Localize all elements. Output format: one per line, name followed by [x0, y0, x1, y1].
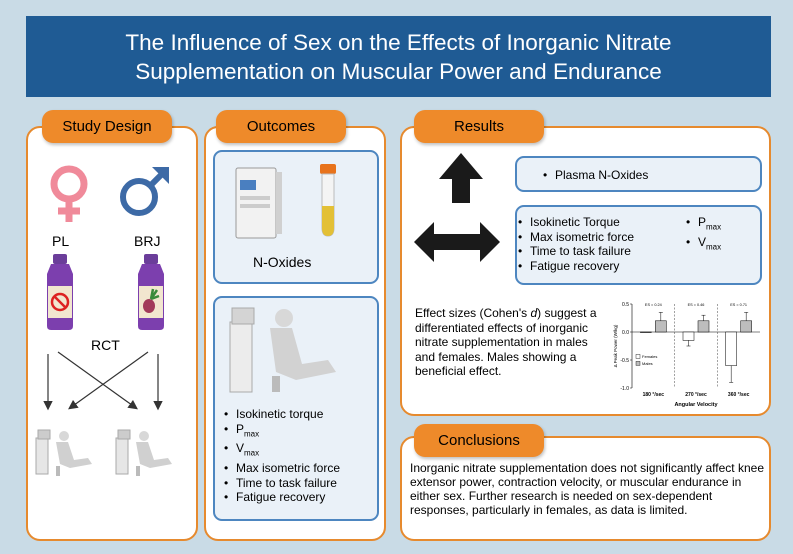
- noxides-label: N-Oxides: [253, 254, 312, 270]
- chart-y-tick-label: 0.0: [622, 330, 629, 336]
- outcomes-header: Outcomes: [216, 110, 346, 143]
- no-change-item-vmax: Vmax: [684, 235, 721, 255]
- chart-bar-males: [740, 320, 752, 333]
- chart-effect-size-annotation: ES = 0.24: [645, 303, 662, 307]
- chart-bar-females: [640, 331, 652, 333]
- peak-power-chart: 0.5 0.0 -0.5 -1.0 Δ Peak Power (W/kg) 180 °/s…: [613, 302, 760, 408]
- title-banner: The Influence of Sex on the Effects of I…: [26, 16, 771, 97]
- up-arrow-icon: [439, 153, 483, 203]
- chart-y-tick-label: 0.5: [622, 302, 629, 308]
- chart-x-tick-label: 360 °/sec: [728, 392, 750, 398]
- outcome-item-5: Time to task failure: [222, 476, 380, 491]
- study-design-header: Study Design: [42, 110, 172, 143]
- outcome-item-3: Vmax: [222, 441, 380, 461]
- no-change-item-1: Isokinetic Torque: [516, 215, 634, 230]
- rct-label: RCT: [91, 337, 120, 353]
- chart-legend-swatch: [635, 361, 641, 366]
- dynamometer-left-icon: [35, 429, 92, 476]
- outcome-item-4: Max isometric force: [222, 461, 380, 476]
- placebo-bottle-icon: [47, 254, 73, 330]
- dynamometer-outcomes-icon: [229, 307, 336, 393]
- bidirectional-arrow-icon: [414, 222, 500, 262]
- rct-crossover-arrows: [43, 351, 163, 411]
- chart-bar-females: [725, 331, 737, 366]
- chart-x-tick-label: 180 °/sec: [643, 392, 665, 398]
- increase-list: Plasma N-Oxides: [541, 168, 648, 183]
- effect-size-text: Effect sizes (Cohen's d) suggest a diffe…: [415, 306, 597, 378]
- pl-label: PL: [52, 233, 70, 249]
- blood-tube-icon: [320, 164, 336, 237]
- outcomes-list: Isokinetic torque Pmax Vmax Max isometri…: [222, 407, 380, 505]
- chart-effect-size-annotation: ES = 0.46: [688, 303, 705, 307]
- results-header: Results: [414, 110, 544, 143]
- outcome-item-6: Fatigue recovery: [222, 490, 380, 505]
- no-change-item-4: Fatigue recovery: [516, 259, 634, 274]
- no-change-item-2: Max isometric force: [516, 230, 634, 245]
- conclusions-header: Conclusions: [414, 424, 544, 457]
- title-line-2: Supplementation on Muscular Power and En…: [135, 58, 662, 84]
- increase-item-1: Plasma N-Oxides: [541, 168, 648, 183]
- no-change-list-right: Pmax Vmax: [684, 215, 721, 255]
- chart-y-tick-label: -0.5: [620, 358, 629, 364]
- chart-bar-females: [682, 331, 695, 341]
- chart-y-label: Δ Peak Power (W/kg): [613, 324, 618, 367]
- chart-legend-swatch: [635, 354, 641, 359]
- conclusions-text: Inorganic nitrate supplementation does n…: [410, 461, 764, 517]
- dynamometer-right-icon: [115, 429, 172, 476]
- no-change-list-left: Isokinetic Torque Max isometric force Ti…: [516, 215, 634, 273]
- beetroot-juice-bottle-icon: [138, 254, 164, 330]
- outcome-item-1: Isokinetic torque: [222, 407, 380, 422]
- no-change-item-3: Time to task failure: [516, 244, 634, 259]
- no-change-item-pmax: Pmax: [684, 215, 721, 235]
- chart-bar-males: [697, 320, 710, 333]
- male-symbol-icon: [120, 167, 169, 216]
- chart-y-tick-label: -1.0: [620, 386, 629, 392]
- chart-legend-label: Males: [642, 361, 653, 366]
- chart-x-tick-label: 270 °/sec: [685, 392, 707, 398]
- title-line-1: The Influence of Sex on the Effects of I…: [125, 29, 672, 55]
- chart-x-label: Angular Velocity: [674, 402, 718, 408]
- brj-label: BRJ: [134, 233, 161, 249]
- female-symbol-icon: [50, 165, 88, 222]
- outcome-item-2: Pmax: [222, 422, 380, 442]
- analyzer-machine-icon: [235, 167, 282, 239]
- chart-effect-size-annotation: ES = 0.71: [730, 303, 747, 307]
- chart-bar-males: [655, 320, 667, 333]
- chart-legend-label: Females: [642, 354, 657, 359]
